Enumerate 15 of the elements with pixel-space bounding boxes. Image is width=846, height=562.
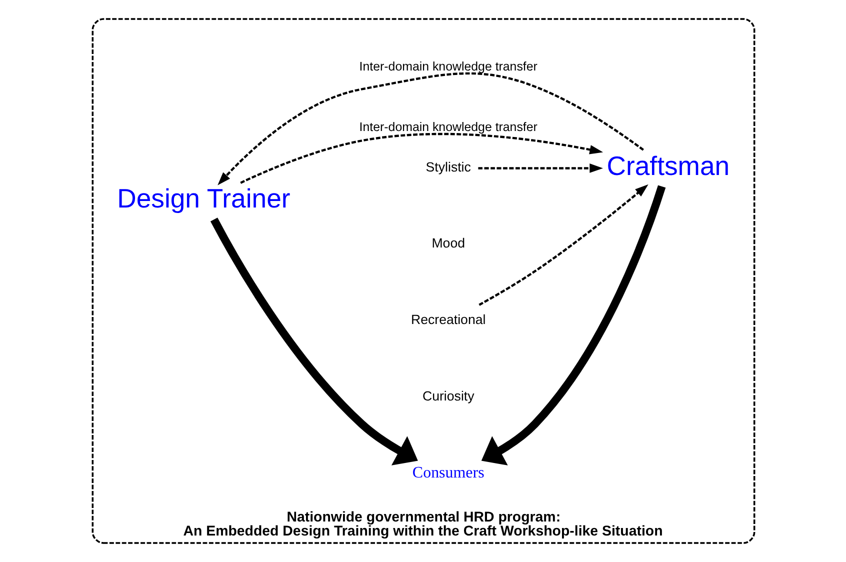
arrow	[240, 132, 603, 184]
edge-label: Inter-domain knowledge transfer	[358, 120, 537, 134]
arrow	[217, 72, 644, 186]
node-text: Recreational	[410, 312, 486, 328]
arrow	[478, 164, 602, 173]
arrow	[478, 184, 648, 306]
label: Mood	[431, 236, 465, 251]
arrow	[480, 185, 666, 466]
edge-label: Inter-domain knowledge transfer	[358, 60, 537, 74]
node-text: Design Trainer	[116, 184, 290, 214]
node-text: Consumers	[412, 464, 484, 482]
label: Curiosity	[422, 388, 474, 404]
arrow	[210, 218, 418, 466]
node-text: Craftsman	[606, 150, 730, 181]
node-text: Stylistic	[425, 159, 470, 174]
